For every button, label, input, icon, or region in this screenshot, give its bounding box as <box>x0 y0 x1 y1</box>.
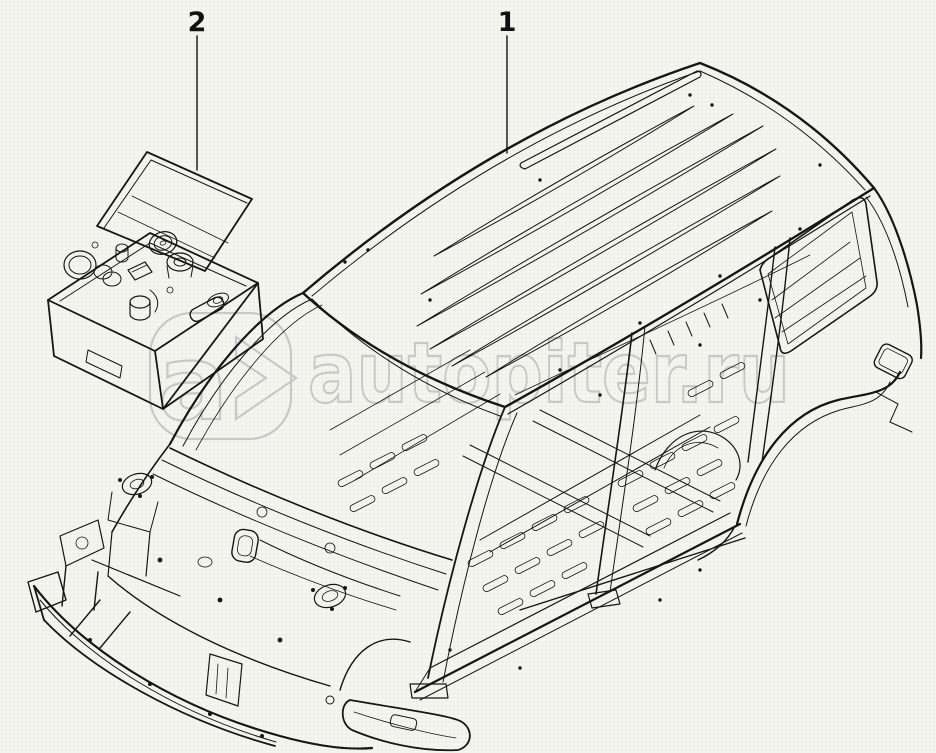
box-label <box>85 349 123 379</box>
front-wheelhouse <box>339 638 411 691</box>
left-fender-edge <box>111 443 171 533</box>
vehicle-body-shell-drawing <box>27 61 923 752</box>
watermark-text: autopiter.ru <box>308 324 790 422</box>
windshield-and-cowl <box>152 291 501 591</box>
callouts: 2 1 <box>188 7 517 171</box>
left-strut-tower <box>121 472 153 496</box>
fuel-filler-recess <box>873 343 913 380</box>
box-lid <box>96 151 253 272</box>
tow-bracket <box>341 699 471 752</box>
rocker-sill <box>413 522 742 694</box>
box-handle-slot <box>189 296 225 323</box>
roof-rail <box>519 70 702 170</box>
dash-slot-bracket <box>231 528 259 563</box>
watermark-logo-badge <box>148 311 293 441</box>
right-side-panel <box>507 186 923 561</box>
front-bumper <box>27 571 471 752</box>
door-track-rail <box>519 537 746 611</box>
rear-right-edge <box>872 186 923 360</box>
callout-1-label: 1 <box>498 7 517 38</box>
rear-wheelhouse-hump <box>654 430 741 481</box>
engine-bay <box>59 443 411 707</box>
cowl-top <box>169 447 453 561</box>
right-strut-tower <box>313 583 347 609</box>
floor-pan <box>336 227 811 670</box>
rear-bracket <box>875 391 913 433</box>
a-pillar <box>427 406 506 679</box>
small-parts-box-drawing <box>47 151 264 410</box>
floor-crossmembers <box>462 409 721 553</box>
bumper-beam <box>32 584 374 750</box>
left-a-pillar <box>168 291 305 446</box>
b-pillar <box>595 332 633 595</box>
box-contents <box>63 231 229 321</box>
c-pillar <box>747 237 791 463</box>
watermark: a autopiter.ru <box>148 311 791 445</box>
roof-ribs <box>416 105 781 378</box>
pillars-and-sill <box>409 325 746 701</box>
headlamp-bracket <box>59 519 105 567</box>
rear-wheel-arch <box>735 370 902 526</box>
roof-weld-dots <box>343 93 822 397</box>
callout-2-label: 2 <box>188 7 207 38</box>
quarter-window-opening <box>759 196 878 355</box>
